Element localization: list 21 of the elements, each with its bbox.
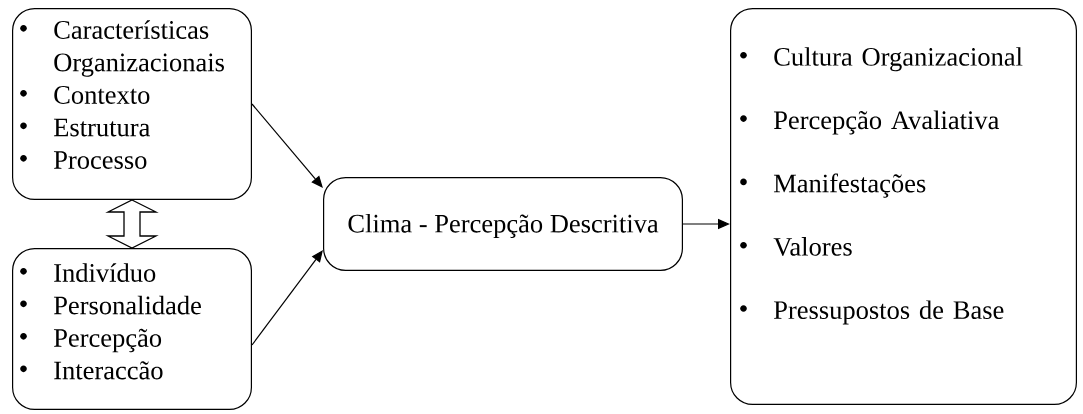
list-item: Estrutura [20,118,150,137]
list-item: Pressupostos de Base [740,300,1004,325]
list-item: Cultura Organizacional [740,47,1023,72]
double-arrow [105,199,159,249]
list-item: Indivíduo [20,263,156,282]
arrow [251,103,323,188]
rounded-box [12,8,252,200]
rounded-box [323,177,683,271]
rounded-box [12,248,252,410]
list-item: Processo [20,151,147,169]
list-item: Contexto [20,86,150,104]
list-item: Interaccão [20,361,163,380]
rounded-box [730,8,1077,405]
list-item: Manifestações [740,173,926,198]
list-item: Personalidade [20,295,201,315]
list-item: Percepção [20,328,162,353]
arrow [251,250,323,346]
box-label: Clima - Percepção Descritiva [348,214,659,238]
list-item: Valores [740,237,852,256]
list-item: Percepção Avaliativa [740,110,999,135]
list-item: Características Organizacionais [20,20,224,77]
